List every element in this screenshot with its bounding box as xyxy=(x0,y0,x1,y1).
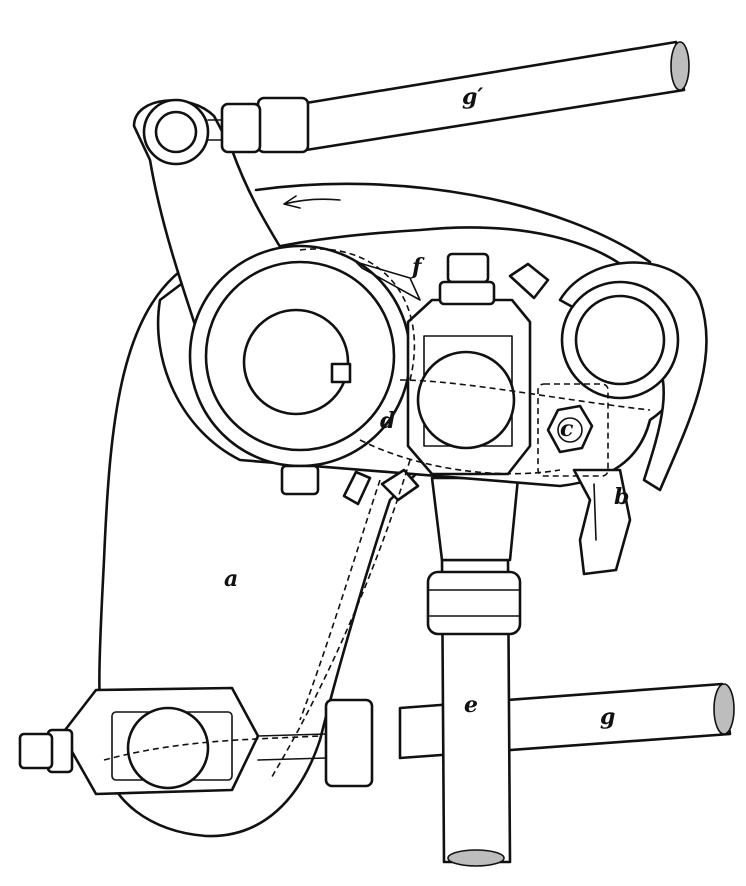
lower-mid-nut xyxy=(380,468,420,502)
slide-pin xyxy=(416,350,516,450)
lower-clamp xyxy=(18,686,374,796)
label-d: d xyxy=(380,408,395,434)
right-pin xyxy=(574,294,666,386)
lower-nut xyxy=(324,698,374,788)
small-stud xyxy=(508,262,550,300)
latch-b xyxy=(572,468,632,576)
label-e: e xyxy=(464,692,478,718)
right-pivot xyxy=(558,261,708,492)
label-f: f xyxy=(410,254,425,280)
shaft-bore xyxy=(242,308,350,416)
rod-g-prime-nut xyxy=(220,102,262,154)
rod-g-prime-end-section xyxy=(670,41,690,91)
rod-g-prime xyxy=(207,40,690,154)
lower-pin xyxy=(126,706,210,790)
rod-e-nut xyxy=(426,570,522,636)
top-stud xyxy=(438,252,496,306)
label-b: b xyxy=(614,484,629,510)
lower-left-nut xyxy=(280,464,320,496)
eccentric-f xyxy=(188,244,421,468)
bolt-c xyxy=(537,383,609,477)
rod-g-end-section xyxy=(713,683,735,735)
lower-end-nut xyxy=(18,732,54,770)
slide-block-d xyxy=(406,298,532,476)
rod-e xyxy=(426,476,522,867)
shaft-key xyxy=(330,362,352,384)
label-c: c xyxy=(560,416,574,442)
bolt-slot xyxy=(537,383,609,477)
label-g-prime: g′ xyxy=(462,84,483,110)
label-a: a xyxy=(224,566,238,592)
rotation-arrow xyxy=(283,195,341,209)
rod-e-end-section xyxy=(447,849,505,867)
label-g: g xyxy=(600,704,615,730)
